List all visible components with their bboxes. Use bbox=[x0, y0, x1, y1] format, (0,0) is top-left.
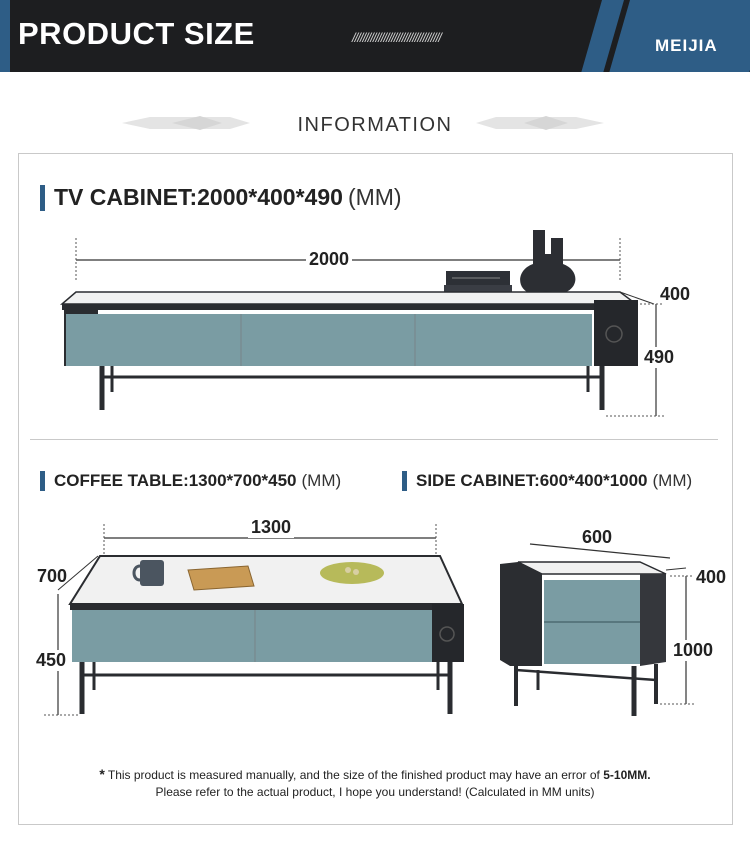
content-frame bbox=[18, 153, 733, 825]
tv-depth-label: 400 bbox=[660, 284, 691, 304]
coffee-drawer-left bbox=[72, 610, 254, 662]
tv-top-slab bbox=[59, 291, 639, 305]
side-right-panel bbox=[640, 574, 666, 666]
plate bbox=[320, 562, 384, 584]
tv-cabinet-illustration bbox=[59, 230, 664, 417]
section-divider bbox=[30, 439, 718, 440]
tv-drawer-left bbox=[66, 314, 240, 366]
tv-depth-line bbox=[619, 291, 655, 305]
banner-title: PRODUCT SIZE bbox=[18, 16, 255, 51]
left-diamond-inner bbox=[172, 116, 222, 130]
banner-accent-bar bbox=[0, 0, 10, 72]
coffee-depth-label: 700 bbox=[37, 566, 68, 586]
side-top-slab bbox=[517, 561, 667, 575]
tv-width-label: 2000 bbox=[306, 249, 353, 270]
information-decoration bbox=[122, 116, 604, 130]
coffee-table-illustration bbox=[44, 524, 464, 716]
header-banner: PRODUCT SIZE ///////////////////////////… bbox=[0, 0, 750, 72]
side-height-label: 1000 bbox=[670, 640, 717, 661]
disclaimer-line-2: Please refer to the actual product, I ho… bbox=[155, 785, 595, 799]
tv-cabinet-unit: (MM) bbox=[347, 184, 402, 210]
coffee-drawer-right bbox=[256, 610, 432, 662]
coffee-height-label: 450 bbox=[33, 650, 70, 671]
side-cabinet-illustration bbox=[500, 543, 694, 716]
coffee-width-label: 1300 bbox=[248, 517, 295, 538]
coffee-depth-line bbox=[57, 555, 99, 591]
heading-accent-bar bbox=[40, 471, 45, 491]
side-depth-label: 400 bbox=[696, 567, 727, 587]
side-width-label: 600 bbox=[582, 527, 613, 547]
side-cabinet-unit: (MM) bbox=[652, 471, 693, 490]
tv-cabinet-title: TV CABINET:2000*400*490 bbox=[54, 184, 343, 210]
coffee-top-slab bbox=[68, 555, 464, 605]
brand-name: MEIJIA bbox=[655, 36, 718, 55]
section-title: INFORMATION bbox=[297, 114, 453, 136]
side-cabinet-heading: SIDE CABINET:600*400*1000 (MM) bbox=[402, 471, 692, 491]
tv-panel-handle bbox=[605, 325, 623, 343]
tv-top-edge bbox=[62, 304, 636, 310]
side-stretcher bbox=[515, 668, 657, 682]
vase bbox=[520, 230, 576, 294]
tv-height-label: 490 bbox=[641, 347, 678, 368]
tv-drawer-right bbox=[416, 314, 592, 366]
side-cabinet-title: SIDE CABINET:600*400*1000 bbox=[416, 471, 648, 490]
disclaimer-line-1: *This product is measured manually, and … bbox=[0, 766, 750, 782]
banner-slash-decoration: ////////////////////////////////// bbox=[352, 30, 442, 45]
coffee-top-edge bbox=[70, 604, 462, 610]
side-left-panel bbox=[500, 562, 542, 666]
side-drawer-bottom bbox=[544, 622, 640, 664]
coffee-table-title: COFFEE TABLE:1300*700*450 bbox=[54, 471, 297, 490]
coffee-table-heading: COFFEE TABLE:1300*700*450 (MM) bbox=[40, 471, 341, 491]
tv-right-panel bbox=[594, 300, 638, 366]
note-error-range: 5-10MM. bbox=[603, 768, 651, 782]
tv-cabinet-heading: TV CABINET:2000*400*490 (MM) bbox=[40, 184, 402, 211]
mug bbox=[140, 560, 164, 586]
heading-accent-bar bbox=[40, 184, 45, 211]
note-star: * bbox=[99, 766, 105, 782]
side-width-line bbox=[529, 543, 671, 559]
heading-accent-bar bbox=[402, 471, 407, 491]
coffee-table-unit: (MM) bbox=[301, 471, 342, 490]
notebook bbox=[187, 565, 255, 591]
coffee-right-panel bbox=[432, 604, 464, 662]
tv-drawer-middle bbox=[242, 314, 414, 366]
note-line-1-text: This product is measured manually, and t… bbox=[107, 768, 600, 782]
side-drawer-top bbox=[544, 580, 640, 622]
right-diamond-inner bbox=[524, 116, 568, 130]
